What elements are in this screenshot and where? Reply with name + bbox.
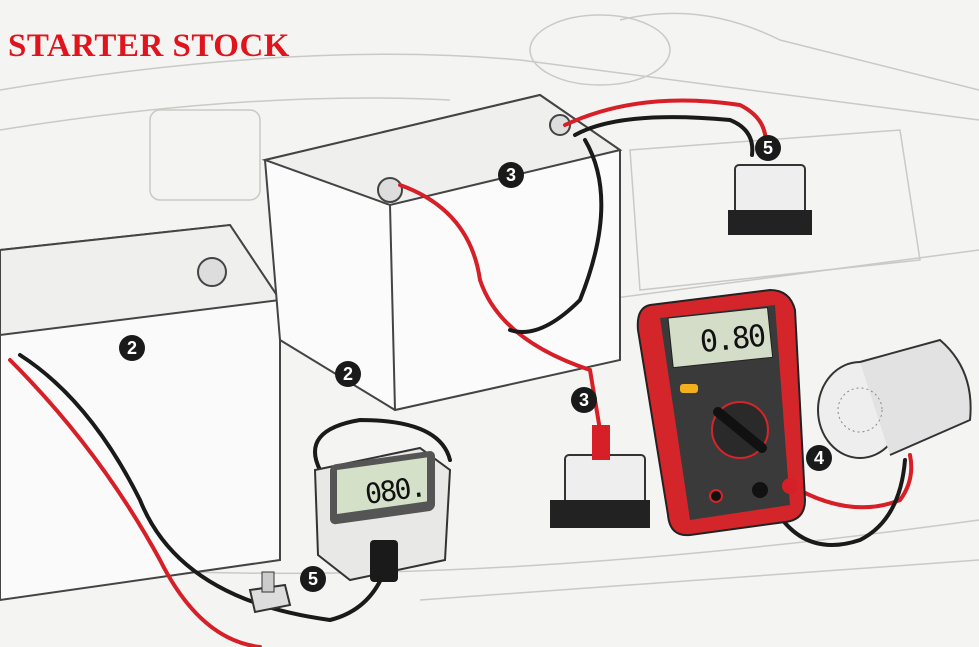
battery-left (0, 223, 282, 602)
multimeter (636, 288, 807, 537)
label-battery-center: 2 (335, 361, 361, 387)
label-relay-lower: 3 (571, 387, 597, 413)
label-relay-upper: 5 (755, 135, 781, 161)
battery-terminal (197, 257, 227, 287)
wires (8, 98, 914, 647)
label-battery-left: 2 (119, 335, 145, 361)
starter-motor (817, 338, 972, 459)
relay-upper (728, 164, 812, 235)
hold-button (680, 384, 698, 393)
title: STARTER STOCK (8, 28, 290, 64)
label-motor: 4 (806, 445, 832, 471)
label-ground-bolt: 5 (300, 566, 326, 592)
label-battery-post: 3 (498, 162, 524, 188)
relay-lower (550, 425, 650, 528)
multimeter-reading: 0.80 (698, 318, 766, 361)
red-wire (398, 183, 602, 432)
ground-bolt (248, 571, 292, 614)
voltage-monitor (313, 446, 452, 582)
